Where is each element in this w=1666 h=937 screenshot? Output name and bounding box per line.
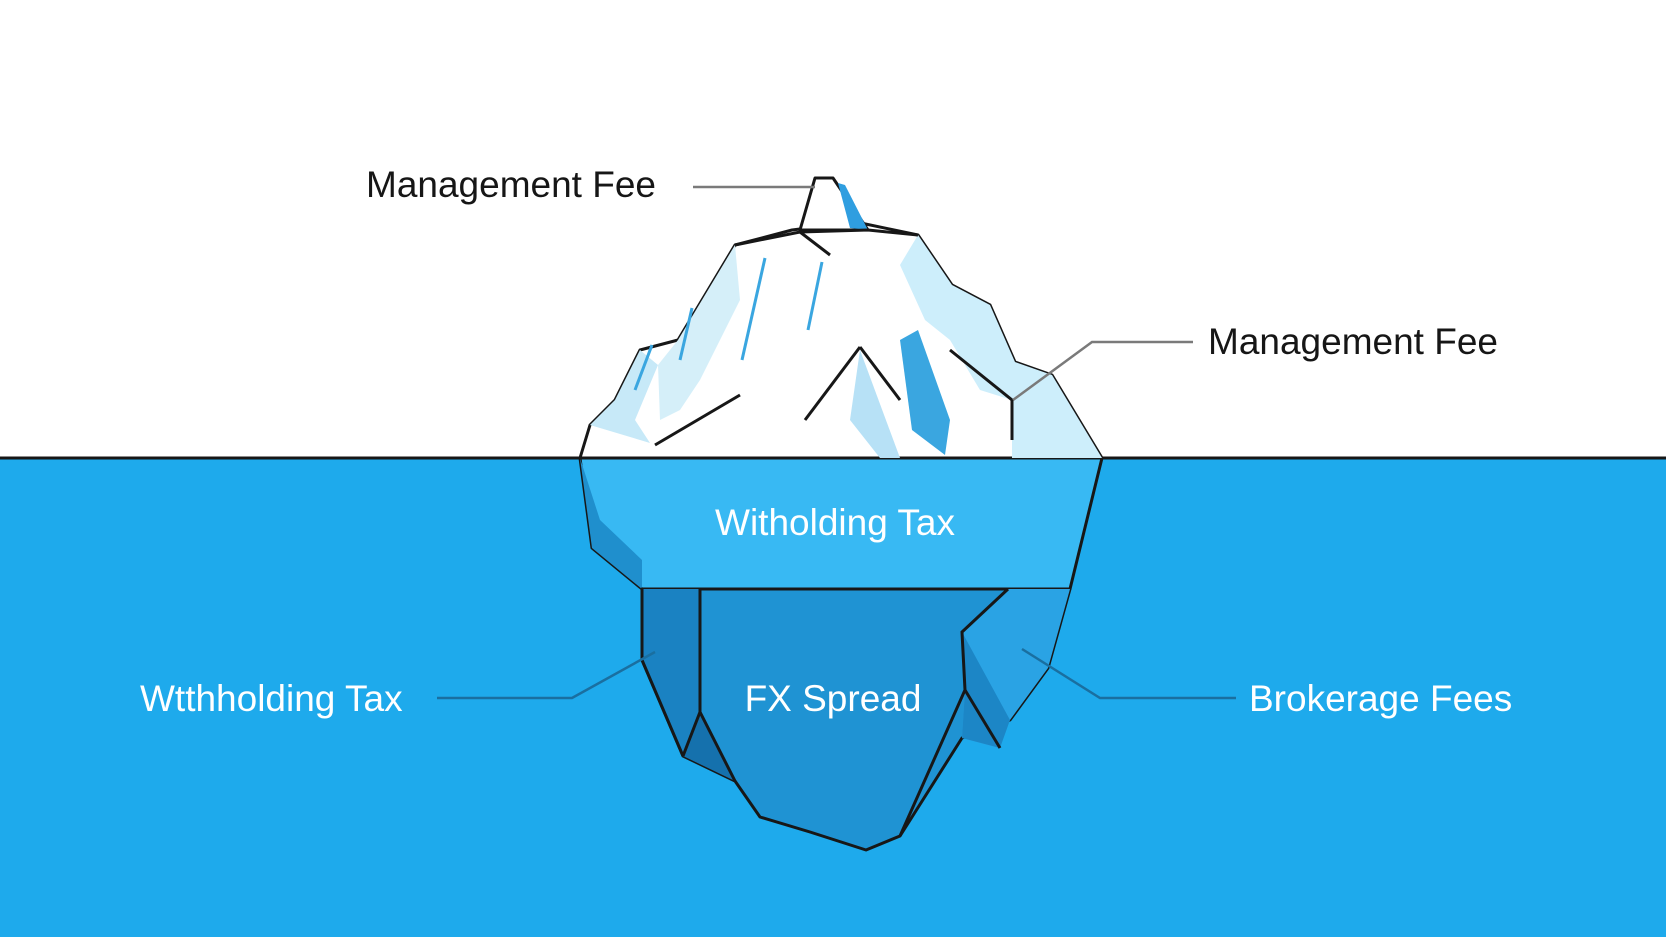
leader-right-top xyxy=(1012,340,1193,402)
band-left-shade xyxy=(580,458,642,589)
ice-crack-2 xyxy=(806,261,824,331)
edge-left-c xyxy=(681,711,702,757)
underwater-right-shadow xyxy=(962,632,1010,748)
ice-shadow-mid xyxy=(850,350,900,458)
ice-tip-accent xyxy=(838,183,868,230)
leader-right-bottom xyxy=(1021,647,1236,700)
edge-right-b xyxy=(963,689,1002,749)
underwater-left-inner xyxy=(683,712,735,781)
label-tip: Management Fee xyxy=(366,164,657,205)
edge-right-a xyxy=(898,587,1010,837)
label-right-bottom: Brokerage Fees xyxy=(1249,678,1513,719)
ice-plateau xyxy=(734,228,919,247)
ice-ridge-1 xyxy=(803,346,862,421)
ice-shadow-right xyxy=(900,235,1102,458)
underwater-left-facet xyxy=(642,589,700,756)
label-band: Witholding Tax xyxy=(715,502,955,543)
ice-crack-4 xyxy=(633,344,654,391)
ice-ridge-3 xyxy=(949,348,1014,440)
ice-accent-right xyxy=(900,330,950,455)
label-center-bottom: FX Spread xyxy=(744,678,922,719)
ice-crack-1 xyxy=(740,257,767,361)
leader-left-bottom xyxy=(437,650,656,700)
ice-ridge-2 xyxy=(858,346,902,401)
ice-shadow-left-2 xyxy=(658,245,740,420)
label-right-top: Management Fee xyxy=(1208,321,1499,362)
ice-plateau-line xyxy=(799,230,831,257)
ice-ridge-4 xyxy=(654,393,741,447)
label-left-bottom: Wtthholding Tax xyxy=(140,678,403,719)
ice-crack-3 xyxy=(678,307,694,361)
